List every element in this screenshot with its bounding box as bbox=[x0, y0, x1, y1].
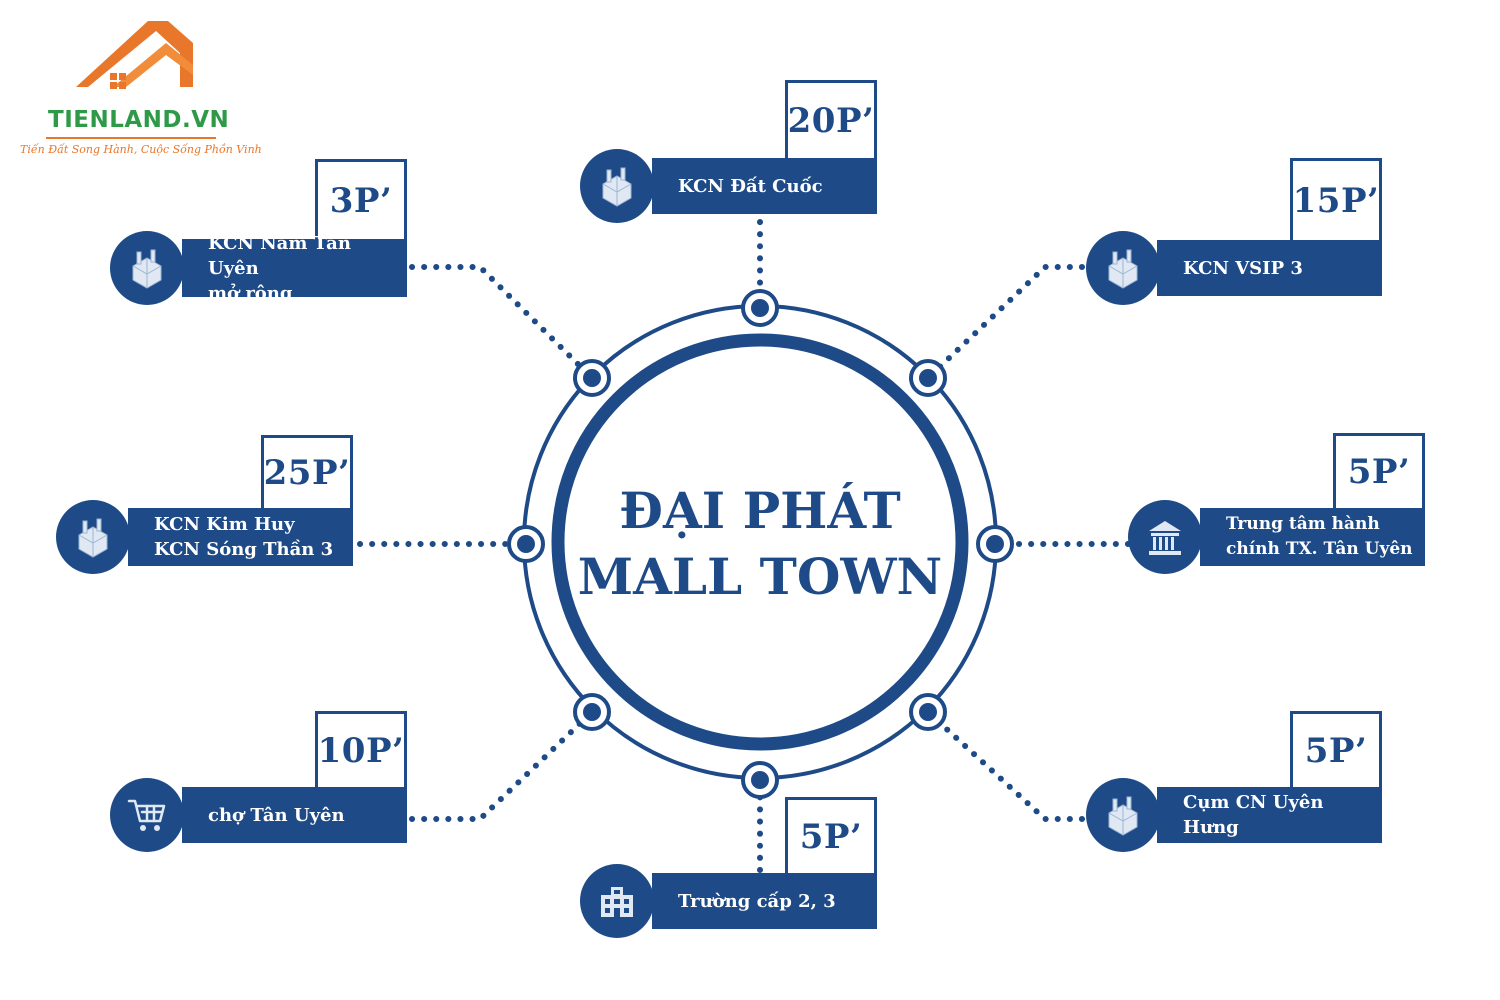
junction-marker-dot bbox=[751, 771, 769, 789]
label-bar: KCN Nam Tân Uyên mở rộng bbox=[182, 233, 407, 304]
logo-divider bbox=[46, 137, 216, 139]
junction-marker-dot bbox=[583, 369, 601, 387]
shopping-cart-icon bbox=[110, 778, 184, 852]
label-bar: Trung tâm hành chính TX. Tân Uyên bbox=[1200, 508, 1425, 566]
time-box: 5P’ bbox=[1290, 711, 1382, 787]
label-line: Trường cấp 2, 3 bbox=[678, 890, 836, 912]
label-line: chính TX. Tân Uyên bbox=[1226, 539, 1413, 559]
time-box: 5P’ bbox=[785, 797, 877, 873]
time-box: 5P’ bbox=[1333, 433, 1425, 508]
label-line: mở rộng bbox=[208, 282, 293, 304]
house-logo-icon bbox=[76, 21, 193, 89]
center-title-line2: MALL TOWN bbox=[577, 547, 943, 606]
label-line: KCN VSIP 3 bbox=[1183, 257, 1303, 279]
dotted-connector bbox=[925, 264, 1085, 381]
dotted-connector bbox=[925, 709, 1085, 822]
junction-marker-dot bbox=[919, 703, 937, 721]
time-box: 20P’ bbox=[785, 80, 877, 158]
center-title: ĐẠI PHÁT MALL TOWN bbox=[560, 478, 960, 610]
time-box: 15P’ bbox=[1290, 158, 1382, 240]
dotted-connector bbox=[409, 264, 595, 381]
junction-marker-dot bbox=[583, 703, 601, 721]
label-line: Trung tâm hành bbox=[1226, 514, 1380, 534]
inner-ring bbox=[551, 333, 969, 751]
dotted-connector bbox=[409, 709, 595, 822]
factory-icon bbox=[1086, 778, 1160, 852]
logo-name: TIENLAND.VN bbox=[48, 107, 230, 133]
time-box: 25P’ bbox=[261, 435, 353, 508]
label-bar: Cụm CN Uyên Hưng bbox=[1157, 787, 1382, 843]
label-line: KCN Đất Cuốc bbox=[678, 175, 823, 197]
factory-icon bbox=[580, 149, 654, 223]
junction-marker-dot bbox=[919, 369, 937, 387]
label-bar: KCN Kim Huy KCN Sóng Thần 3 bbox=[128, 508, 353, 566]
label-bar: KCN VSIP 3 bbox=[1157, 240, 1382, 296]
center-title-line1: ĐẠI PHÁT bbox=[619, 481, 901, 540]
factory-icon bbox=[1086, 231, 1160, 305]
label-line: KCN Kim Huy bbox=[154, 514, 295, 535]
factory-icon bbox=[56, 500, 130, 574]
label-line: chợ Tân Uyên bbox=[208, 804, 345, 826]
label-line: KCN Nam Tân Uyên bbox=[208, 232, 351, 279]
junction-marker-dot bbox=[751, 299, 769, 317]
label-line: KCN Sóng Thần 3 bbox=[154, 539, 334, 560]
label-line: Cụm CN Uyên Hưng bbox=[1183, 792, 1324, 838]
government-building-icon bbox=[1128, 500, 1202, 574]
time-box: 3P’ bbox=[315, 159, 407, 239]
label-bar: KCN Đất Cuốc bbox=[652, 158, 877, 214]
logo: TIENLAND.VN Tiến Đất Song Hành, Cuộc Sốn… bbox=[18, 15, 262, 165]
junction-marker-dot bbox=[986, 535, 1004, 553]
logo-slogan: Tiến Đất Song Hành, Cuộc Sống Phồn Vinh bbox=[20, 143, 262, 156]
junction-marker-dot bbox=[517, 535, 535, 553]
label-bar: Trường cấp 2, 3 bbox=[652, 873, 877, 929]
factory-icon bbox=[110, 231, 184, 305]
time-box: 10P’ bbox=[315, 711, 407, 787]
school-icon bbox=[580, 864, 654, 938]
label-bar: chợ Tân Uyên bbox=[182, 787, 407, 843]
